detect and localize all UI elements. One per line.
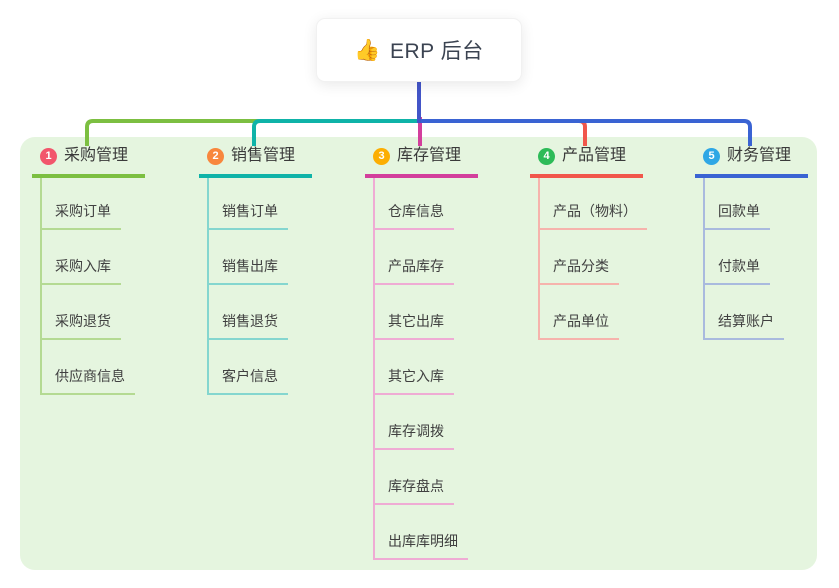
leaf-item[interactable]: 销售订单 bbox=[209, 201, 288, 230]
leaf-item[interactable]: 仓库信息 bbox=[375, 201, 454, 230]
branch-header-1[interactable]: 1 采购管理 bbox=[32, 145, 145, 178]
leaf-item[interactable]: 回款单 bbox=[705, 201, 770, 230]
branch-title: 财务管理 bbox=[727, 147, 792, 164]
root-node-label: ERP 后台 bbox=[390, 40, 484, 63]
leaf-item[interactable]: 采购订单 bbox=[42, 201, 121, 230]
branch-header-2[interactable]: 2 销售管理 bbox=[199, 145, 312, 178]
branch-title: 销售管理 bbox=[231, 147, 296, 164]
leaf-item[interactable]: 库存调拨 bbox=[375, 421, 454, 450]
leaf-item[interactable]: 供应商信息 bbox=[42, 366, 135, 395]
branch-items-1: 采购订单采购入库采购退货供应商信息 bbox=[40, 178, 135, 395]
thumbs-up-icon: 👍 bbox=[354, 38, 381, 62]
leaf-item[interactable]: 其它入库 bbox=[375, 366, 454, 395]
branch-header-3[interactable]: 3 库存管理 bbox=[365, 145, 478, 178]
leaf-item[interactable]: 产品（物料） bbox=[540, 201, 647, 230]
branch-number-badge: 1 bbox=[40, 147, 57, 165]
branch-header-5[interactable]: 5 财务管理 bbox=[695, 145, 808, 178]
leaf-item[interactable]: 产品单位 bbox=[540, 311, 619, 340]
leaf-item[interactable]: 采购入库 bbox=[42, 256, 121, 285]
branch-header-4[interactable]: 4 产品管理 bbox=[530, 145, 643, 178]
leaf-item[interactable]: 客户信息 bbox=[209, 366, 288, 395]
branch-title: 库存管理 bbox=[397, 147, 462, 164]
branch-items-2: 销售订单销售出库销售退货客户信息 bbox=[207, 178, 288, 395]
leaf-item[interactable]: 销售出库 bbox=[209, 256, 288, 285]
branch-title: 采购管理 bbox=[64, 147, 129, 164]
leaf-item[interactable]: 其它出库 bbox=[375, 311, 454, 340]
branches-panel bbox=[20, 137, 817, 570]
leaf-item[interactable]: 库存盘点 bbox=[375, 476, 454, 505]
leaf-item[interactable]: 采购退货 bbox=[42, 311, 121, 340]
branch-items-4: 产品（物料） 产品分类产品单位 bbox=[538, 178, 647, 340]
leaf-item[interactable]: 结算账户 bbox=[705, 311, 784, 340]
leaf-item[interactable]: 产品库存 bbox=[375, 256, 454, 285]
branch-number-badge: 5 bbox=[703, 147, 720, 165]
leaf-item[interactable]: 出库库明细 bbox=[375, 531, 468, 560]
leaf-item[interactable]: 付款单 bbox=[705, 256, 770, 285]
branch-title: 产品管理 bbox=[562, 147, 627, 164]
branch-number-badge: 3 bbox=[373, 147, 390, 165]
branch-number-badge: 4 bbox=[538, 147, 555, 165]
branch-number-badge: 2 bbox=[207, 147, 224, 165]
leaf-item[interactable]: 销售退货 bbox=[209, 311, 288, 340]
root-node[interactable]: 👍 ERP 后台 bbox=[316, 18, 522, 82]
leaf-item[interactable]: 产品分类 bbox=[540, 256, 619, 285]
branch-items-5: 回款单付款单结算账户 bbox=[703, 178, 784, 340]
branch-items-3: 仓库信息产品库存其它出库其它入库库存调拨库存盘点出库库明细 bbox=[373, 178, 468, 560]
